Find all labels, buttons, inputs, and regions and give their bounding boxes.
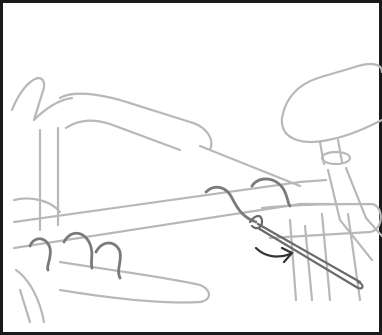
arrow-head [280, 246, 294, 264]
cross-tube [198, 144, 302, 188]
chainstay-inner [18, 288, 32, 324]
seat-stay-a [326, 168, 374, 262]
handlebar-left-grip [10, 76, 46, 122]
cord-line-2 [256, 226, 360, 290]
arrow-shaft [254, 246, 292, 258]
pull-cord [248, 214, 364, 290]
bike-frame [10, 62, 382, 324]
strap-hook-3 [94, 241, 122, 280]
hook-straps [28, 177, 292, 280]
strap-hook-5 [250, 177, 292, 208]
cord-line [256, 222, 362, 284]
seat-clamp [320, 150, 352, 166]
down-tube-upper [58, 92, 213, 152]
chainstay-left [14, 268, 46, 324]
seat-bottom [280, 116, 382, 144]
down-tube-lower [64, 119, 182, 152]
rear-pad [260, 202, 382, 240]
seat-tube-lower-b [346, 212, 362, 302]
bar-end-upper [12, 197, 62, 214]
seat-top [280, 62, 382, 120]
cord-loop [248, 214, 264, 230]
down-strut-b [303, 224, 314, 302]
down-strut [288, 218, 298, 302]
strap-hook-2 [62, 231, 94, 270]
lower-bar [58, 260, 211, 304]
top-tube-upper [12, 178, 328, 224]
strap-hook-4 [204, 185, 258, 224]
strap-hook-1 [28, 237, 52, 272]
seat-tube-lower [320, 212, 332, 302]
handlebar-stem [32, 96, 74, 122]
pull-direction-arrow [254, 246, 294, 264]
cord-end [356, 280, 364, 290]
